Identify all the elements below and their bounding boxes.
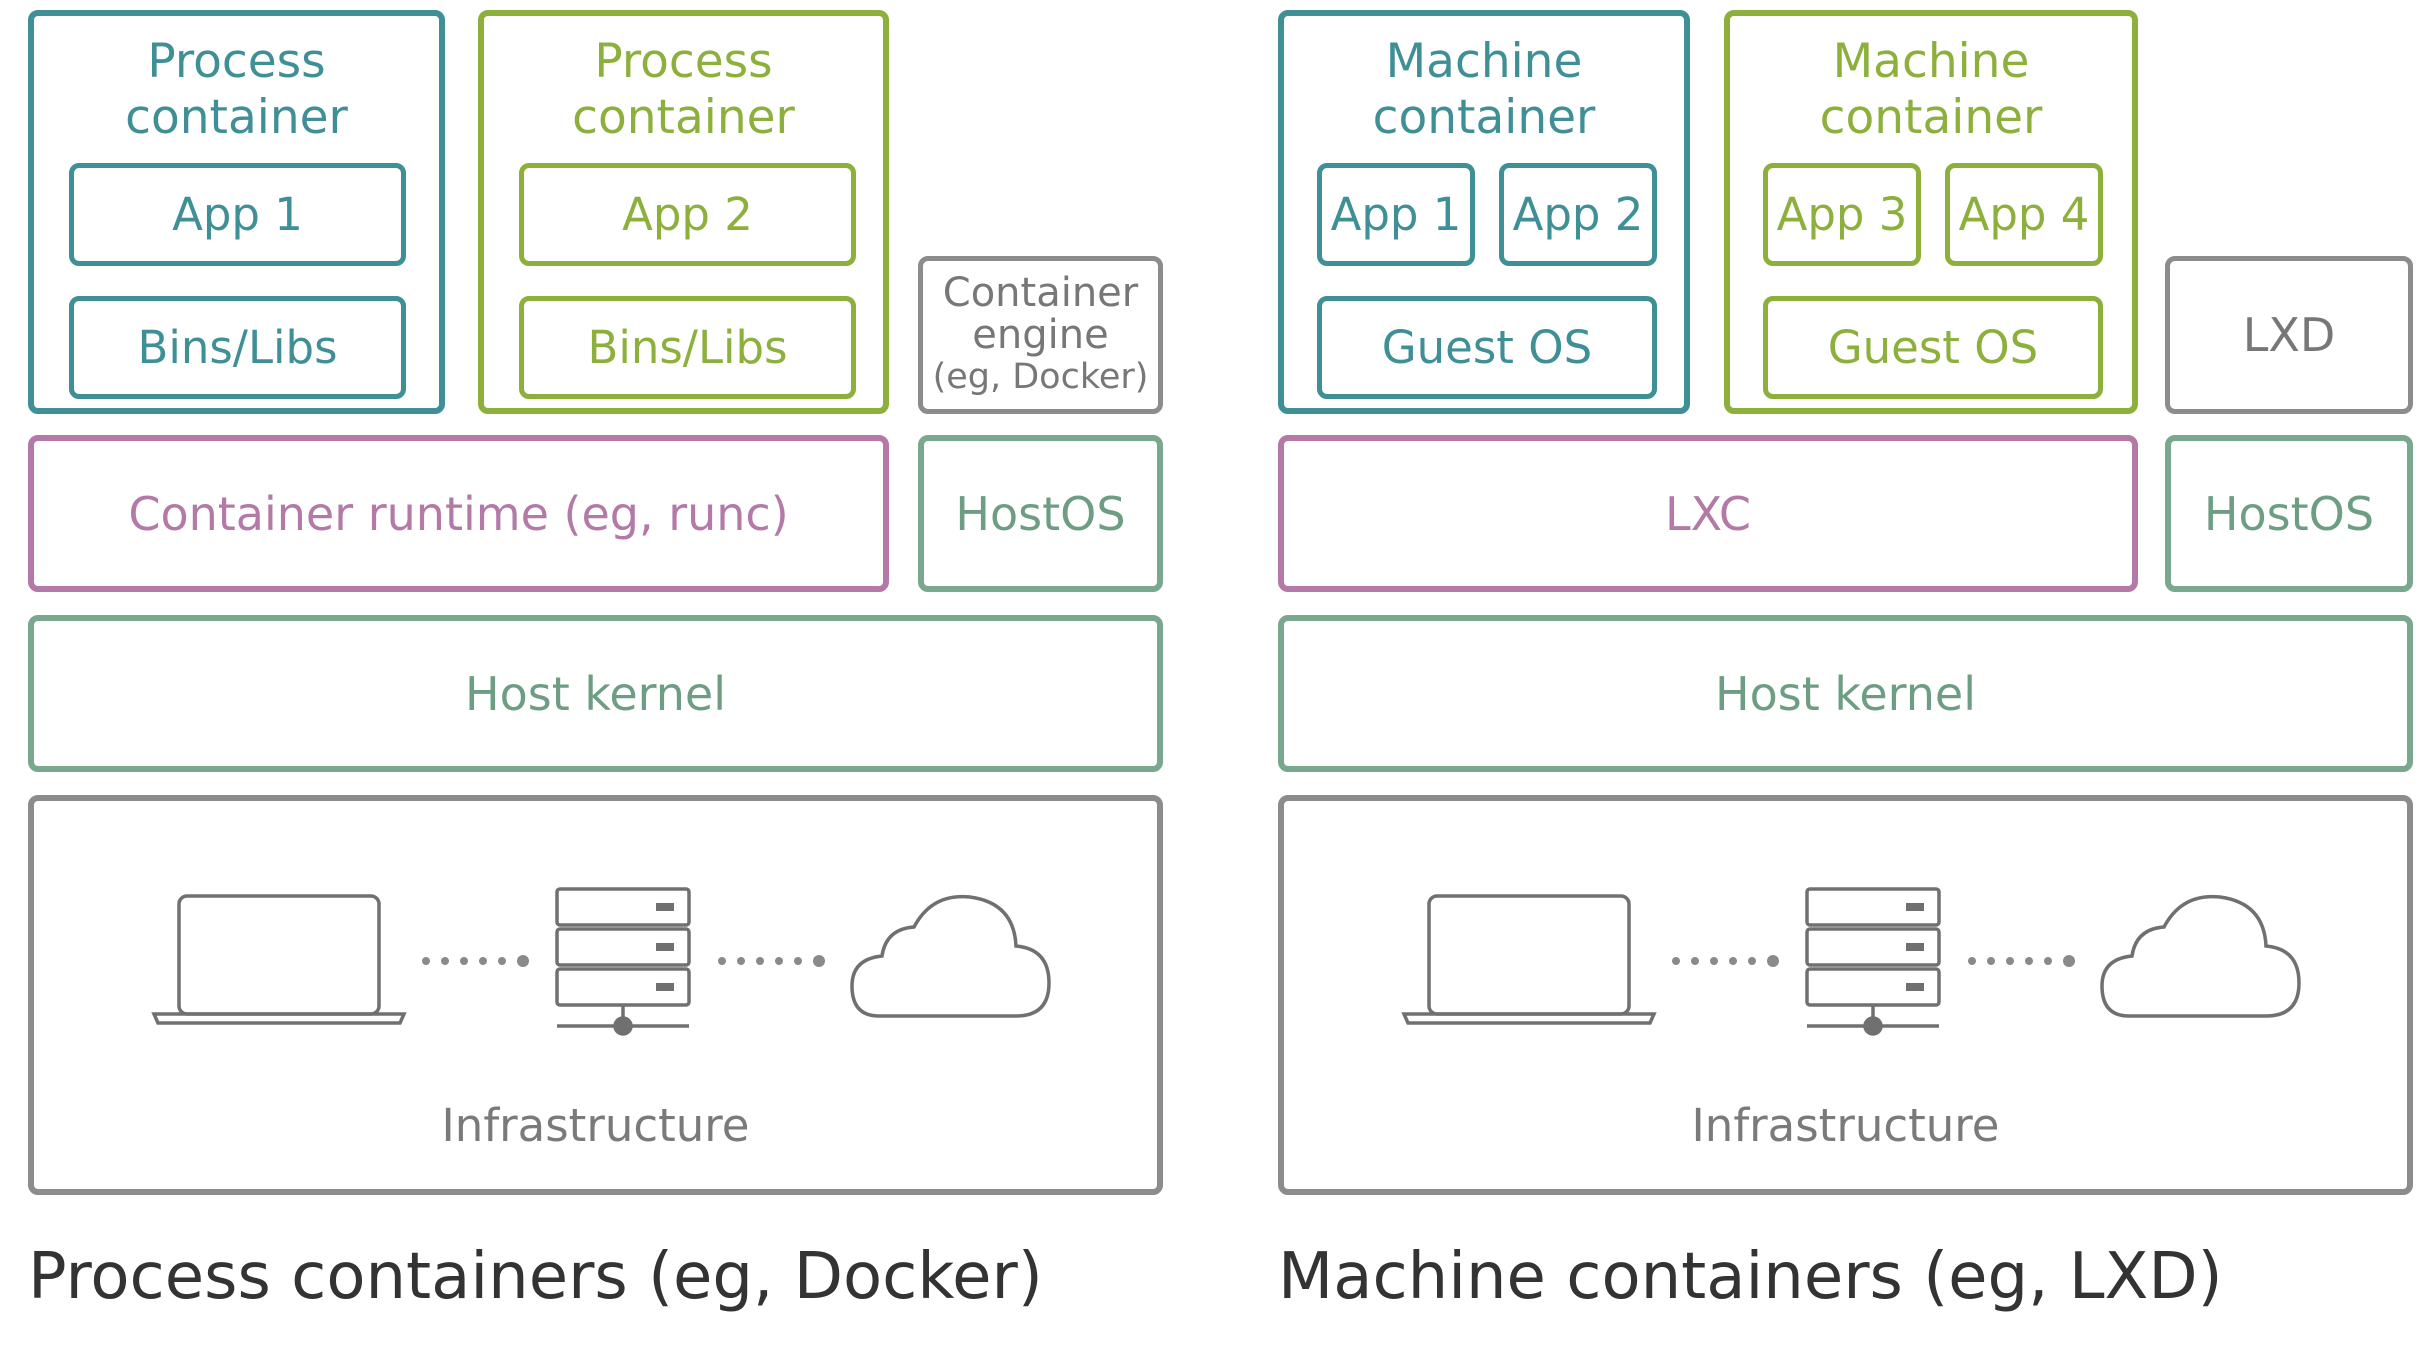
dotted-connector [1672,955,1779,967]
app-box: App 2 [519,163,856,266]
container-title: Machine container [1819,34,2043,145]
host-kernel-box: Host kernel [1278,615,2413,772]
host-kernel-box: Host kernel [28,615,1163,772]
bins-libs-box: Bins/Libs [69,296,406,399]
container-runtime-box: Container runtime (eg, runc) [28,435,889,592]
infrastructure-box: Infrastructure [1278,795,2413,1195]
container-title: Machine container [1372,34,1596,145]
bins-libs-box: Bins/Libs [519,296,856,399]
container-engine-box: Container engine (eg, Docker) [918,256,1163,414]
container-title: Process container [572,34,795,145]
infrastructure-label: Infrastructure [1691,1099,2000,1152]
server-icon [555,887,691,1036]
guest-os-box: Guest OS [1763,296,2103,399]
hostos-box: HostOS [918,435,1163,592]
machine-container-a: Machine container App 1 App 2 Guest OS [1278,10,1690,414]
machine-container-b: Machine container App 3 App 4 Guest OS [1724,10,2138,414]
server-icon [1805,887,1941,1036]
container-title: Process container [125,34,348,145]
left-caption: Process containers (eg, Docker) [28,1240,1043,1314]
laptop-icon [1401,894,1657,1025]
right-caption: Machine containers (eg, LXD) [1278,1240,2223,1314]
infrastructure-icons [1401,887,2301,1036]
hostos-box: HostOS [2165,435,2413,592]
infrastructure-label: Infrastructure [441,1099,750,1152]
laptop-icon [151,894,407,1025]
app-box: App 3 [1763,163,1921,266]
process-container-a: Process container App 1 Bins/Libs [28,10,445,414]
dotted-connector [718,955,825,967]
app-box: App 1 [1317,163,1475,266]
infrastructure-icons [151,887,1051,1036]
app-box: App 4 [1945,163,2103,266]
app-box: App 1 [69,163,406,266]
dotted-connector [1968,955,2075,967]
lxc-box: LXC [1278,435,2138,592]
guest-os-box: Guest OS [1317,296,1657,399]
lxd-box: LXD [2165,256,2413,414]
cloud-icon [850,894,1051,1018]
dotted-connector [422,955,529,967]
infrastructure-box: Infrastructure [28,795,1163,1195]
app-box: App 2 [1499,163,1657,266]
process-container-b: Process container App 2 Bins/Libs [478,10,889,414]
cloud-icon [2100,894,2301,1018]
